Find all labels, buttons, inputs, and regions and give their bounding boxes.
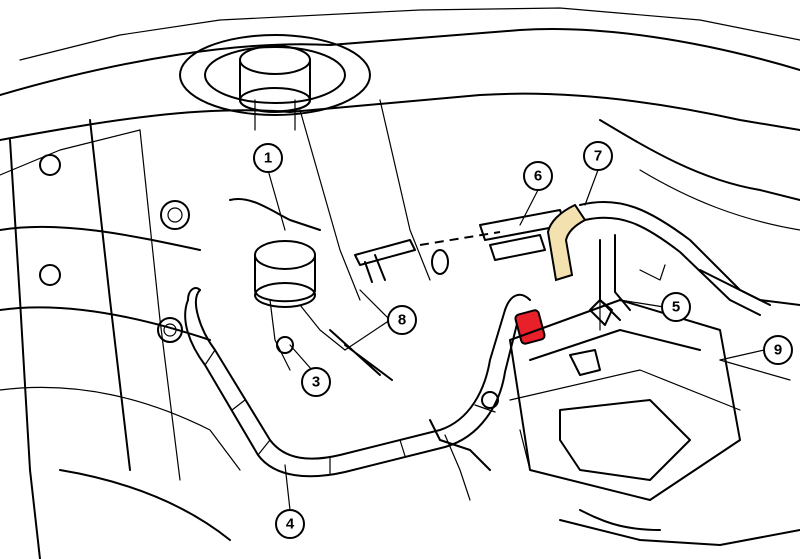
callout-6: 6 [523,161,553,191]
callout-4-label: 4 [286,516,295,533]
callout-8-label: 8 [398,312,406,329]
callout-7: 7 [583,141,613,171]
leader-lines [267,169,765,511]
fuel-pump-assembly [229,198,393,381]
callout-1-label: 1 [264,150,272,167]
vapor-hose [184,287,531,478]
harness-clips [429,419,661,531]
underbody-structure [0,7,800,559]
callout-8: 8 [387,305,417,335]
callout-9: 9 [763,335,793,365]
filler-housing [179,34,371,131]
callout-5: 5 [661,292,691,322]
callout-9-label: 9 [774,342,782,359]
callout-3-label: 3 [312,374,320,391]
canister-vent-line [579,201,771,321]
hose-connector-red [514,309,546,345]
hose-elbow-tan [546,203,587,282]
evap-canister [509,299,741,501]
callout-1: 1 [253,143,283,173]
callout-5-label: 5 [672,299,680,316]
callout-6-label: 6 [534,168,542,185]
vapor-lines [354,209,566,283]
callout-4: 4 [275,509,305,539]
callout-7-label: 7 [594,148,602,165]
callout-3: 3 [301,367,331,397]
